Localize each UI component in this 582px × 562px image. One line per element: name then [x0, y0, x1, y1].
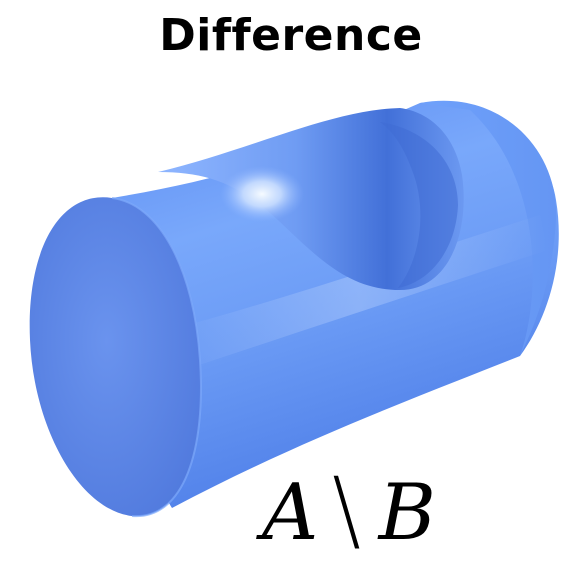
set-difference-formula: A\B	[262, 462, 562, 558]
formula-setminus-operator: \	[332, 460, 360, 561]
formula-operand-a: A	[262, 465, 318, 561]
cavity-highlight	[220, 166, 304, 222]
formula-operand-b: B	[379, 465, 436, 561]
